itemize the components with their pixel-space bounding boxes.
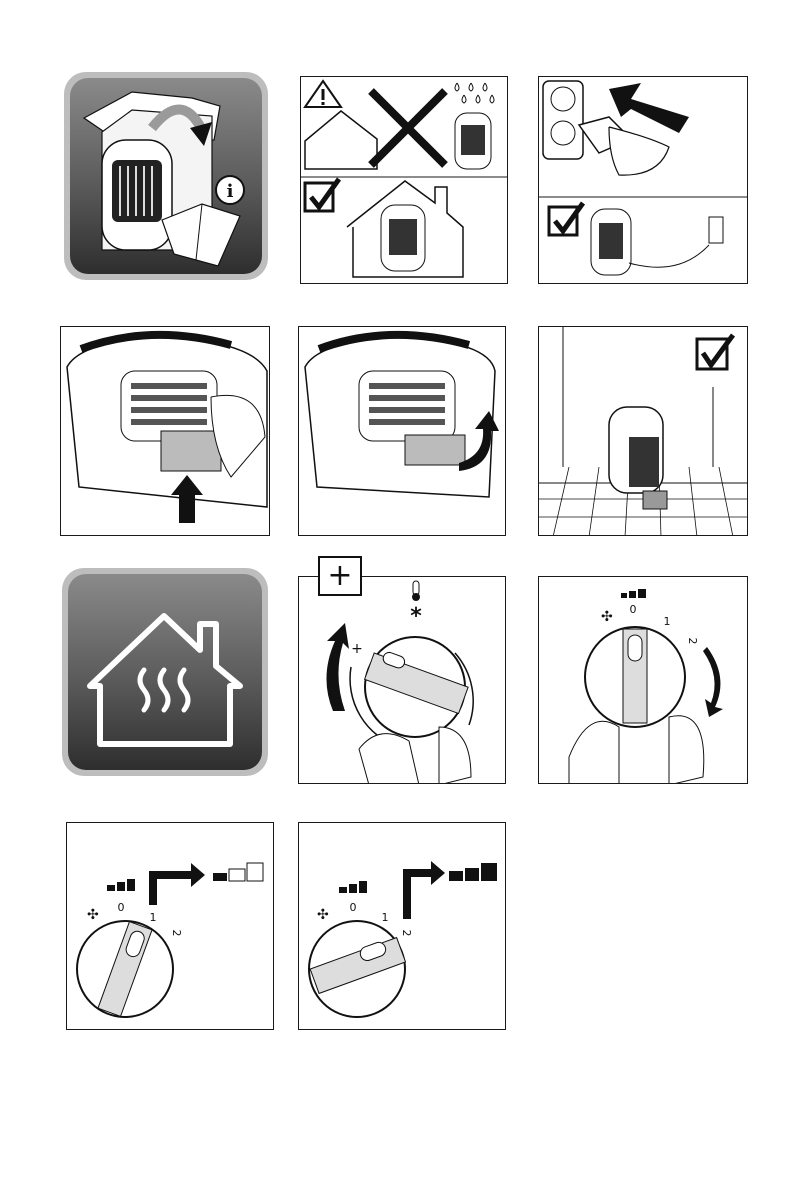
cross-icon bbox=[371, 91, 445, 165]
fan-icon: ✣ bbox=[601, 609, 613, 625]
svg-text:0: 0 bbox=[350, 901, 357, 914]
arrow-icon bbox=[326, 623, 349, 711]
svg-text:0: 0 bbox=[118, 901, 125, 914]
unpack-info-tile: i bbox=[62, 70, 270, 282]
svg-text:1: 1 bbox=[150, 911, 157, 924]
power-dial-panel: ✣ 0 1 2 bbox=[538, 576, 748, 784]
plug-in-panel bbox=[538, 76, 748, 284]
arrow-icon bbox=[403, 861, 445, 919]
power-level-icon bbox=[339, 881, 367, 893]
svg-text:1: 1 bbox=[382, 911, 389, 924]
frost-symbol: * bbox=[410, 604, 422, 629]
placement-panel bbox=[538, 326, 748, 536]
info-icon: i bbox=[227, 181, 234, 202]
house-heat-tile bbox=[60, 566, 270, 778]
stand-attach-panel bbox=[60, 326, 270, 536]
indoor-use-panel bbox=[300, 76, 508, 284]
svg-text:2: 2 bbox=[686, 638, 699, 645]
warning-icon bbox=[305, 81, 341, 107]
fan-icon: ✣ bbox=[87, 907, 99, 923]
checkmark-icon bbox=[697, 335, 733, 369]
power-level-icon bbox=[449, 863, 497, 881]
plus-mark: + bbox=[351, 641, 363, 657]
thermostat-dial-panel: * + bbox=[298, 576, 506, 784]
power-level-icon bbox=[621, 589, 646, 598]
svg-text:0: 0 bbox=[630, 603, 637, 616]
power-level-icon bbox=[107, 879, 135, 891]
svg-text:2: 2 bbox=[170, 930, 183, 937]
socket-icon bbox=[543, 81, 583, 159]
svg-text:2: 2 bbox=[400, 930, 413, 937]
svg-text:1: 1 bbox=[664, 615, 671, 628]
power-level-1-panel: ✣ 0 1 2 bbox=[66, 822, 274, 1030]
fan-icon: ✣ bbox=[317, 907, 329, 923]
power-level-icon bbox=[213, 863, 263, 881]
checkmark-icon bbox=[549, 203, 583, 235]
thermometer-icon bbox=[412, 581, 420, 601]
power-level-2-panel: ✣ 0 1 2 bbox=[298, 822, 506, 1030]
stand-fold-panel bbox=[298, 326, 506, 536]
arrow-icon bbox=[703, 647, 723, 717]
checkmark-icon bbox=[305, 179, 339, 211]
arrow-icon bbox=[149, 863, 205, 905]
plus-badge: + bbox=[318, 556, 362, 596]
arrow-icon bbox=[609, 83, 689, 133]
plug-icon bbox=[579, 117, 669, 175]
